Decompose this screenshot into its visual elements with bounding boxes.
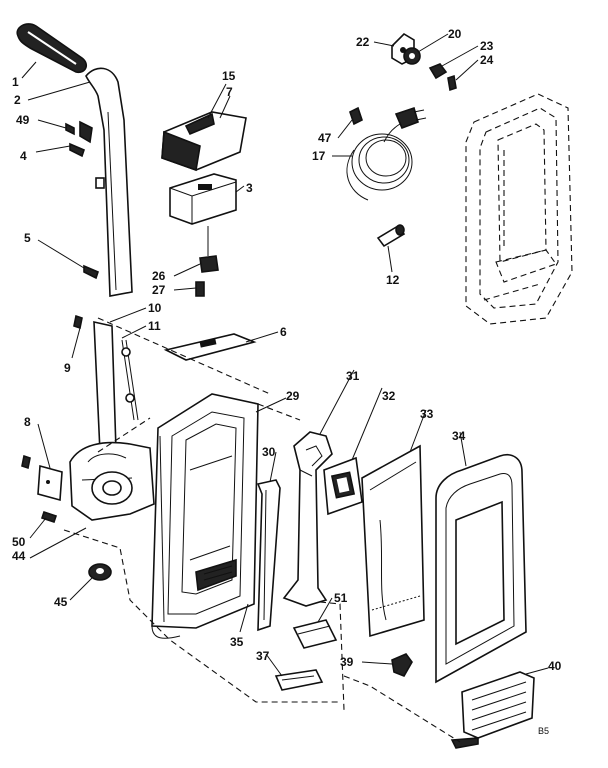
clip-23-part [428,63,448,80]
bag-flange-part [323,456,363,516]
switch-cover-part [161,111,247,172]
callout-47: 47 [318,131,332,145]
pin-12-part [376,224,406,248]
callout-5: 5 [24,231,31,245]
callout-35: 35 [230,635,244,649]
callout-27: 27 [152,283,166,297]
callout-34: 34 [452,429,466,443]
callout-39: 39 [340,655,354,669]
screw-50-part [40,510,58,524]
callout-4: 4 [20,149,27,163]
callout-20: 20 [448,27,462,41]
page-code: B5 [538,726,549,736]
rear-housing-outline [465,93,573,325]
callout-1: 1 [12,75,19,89]
screw-9-part [73,314,83,330]
callout-37: 37 [256,649,270,663]
washer-20-part [403,47,421,65]
handle-grip-part [16,23,88,74]
grille-40-part [450,671,535,749]
callout-33: 33 [420,407,434,421]
callout-9: 9 [64,361,71,375]
callout-45: 45 [54,595,68,609]
nut-45-part [88,563,112,581]
callout-31: 31 [346,369,360,383]
screw-47-part [349,106,363,126]
screw-27-part [195,281,205,297]
callout-11: 11 [148,319,161,333]
bracket-26-part [199,226,219,273]
callout-23: 23 [480,39,494,53]
callout-30: 30 [262,445,276,459]
switch-box-part [169,173,237,225]
pad-51-part [292,619,338,649]
callout-17: 17 [312,149,326,163]
screw-49-part [65,122,75,136]
filter-37-part [274,669,324,691]
callout-6: 6 [280,325,287,339]
callout-12: 12 [386,273,400,287]
screw-24-part [447,74,457,92]
callout-44: 44 [12,549,26,563]
callout-8: 8 [24,415,31,429]
assembly-outline [63,317,461,743]
screw-5-part [83,264,99,280]
main-body-part [151,393,259,639]
handle-rods-part [93,320,139,453]
callout-50: 50 [12,535,26,549]
bag-tube-part [282,431,333,607]
callout-10: 10 [148,301,162,315]
callout-3: 3 [246,181,253,195]
callout-24: 24 [480,53,494,67]
pivot-housing-part [37,441,155,521]
screw-4-part [69,142,85,158]
callout-29: 29 [286,389,300,403]
callout-labels: 1 2 49 4 5 9 10 11 8 50 44 45 15 7 3 26 … [12,27,562,736]
power-cord-part [346,106,427,201]
callout-15: 15 [222,69,236,83]
callout-7: 7 [226,85,233,99]
leader-lines [21,33,549,677]
callout-51: 51 [334,591,348,605]
callout-26: 26 [152,269,166,283]
callout-32: 32 [382,389,396,403]
latch-39-part [391,653,413,678]
callout-2: 2 [14,93,21,107]
screw-8-part [21,454,31,470]
bag-cover-part [435,454,527,684]
callout-22: 22 [356,35,370,49]
gasket-30-part [256,479,281,632]
callout-49: 49 [16,113,30,127]
dust-bag-part [361,444,425,638]
handle-tube-part [79,67,133,297]
callout-40: 40 [548,659,562,673]
plate-6-part [163,333,257,361]
